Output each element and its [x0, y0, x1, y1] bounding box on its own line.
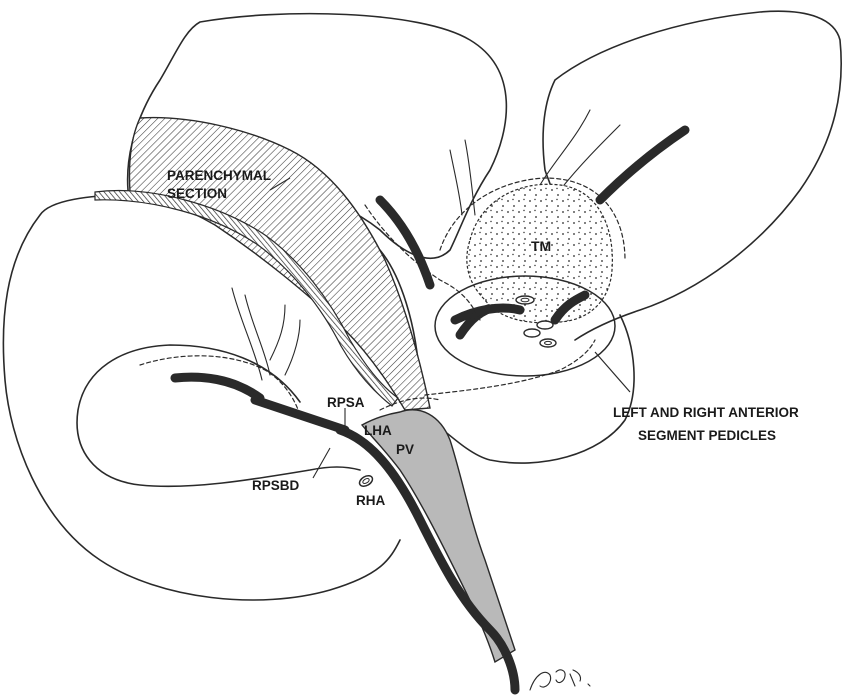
pedicles-leader-line [595, 352, 630, 392]
label-rpsbd: RPSBD [252, 478, 300, 493]
label-lha: LHA [364, 423, 392, 438]
artist-signature [530, 670, 590, 690]
label-rha: RHA [356, 493, 385, 508]
portal-vein [362, 410, 515, 662]
label-pedicles-line2: SEGMENT PEDICLES [638, 428, 776, 443]
posterior-branches [232, 288, 300, 380]
right-posterior-pedicle [175, 377, 345, 430]
right-posterior-segment [77, 345, 360, 486]
label-pv: PV [396, 442, 414, 457]
label-pedicles-line1: LEFT AND RIGHT ANTERIOR [613, 405, 799, 420]
rpsbd-leader-line [313, 448, 330, 478]
label-parenchymal-section-line1: PARENCHYMAL [167, 168, 271, 183]
label-rpsa: RPSA [327, 395, 365, 410]
rha-stump [358, 474, 375, 489]
label-parenchymal-section-line2: SECTION [167, 186, 227, 201]
label-tm: TM [531, 238, 551, 254]
